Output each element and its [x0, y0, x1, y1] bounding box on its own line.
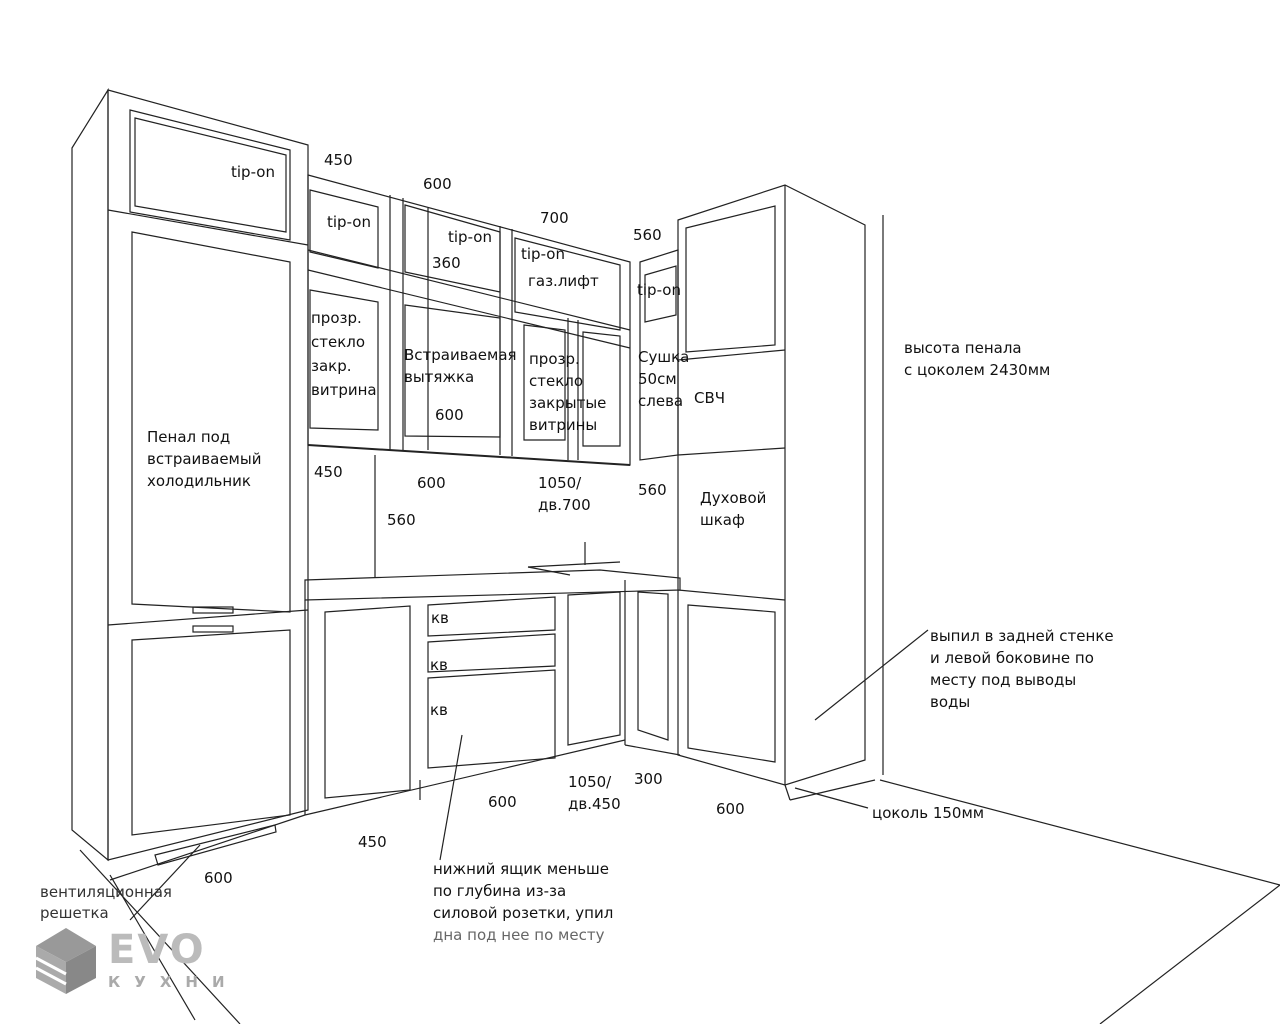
- label-tipon: tip-on: [448, 228, 492, 246]
- label-kv: кв: [431, 609, 449, 627]
- dim-600: 600: [488, 793, 517, 811]
- leader-plinth: [794, 787, 869, 809]
- label-kv: кв: [430, 701, 448, 719]
- dim-450: 450: [358, 833, 387, 851]
- floor-line-front: [1099, 884, 1280, 1024]
- dim-360: 360: [432, 254, 461, 272]
- leader-cutout: [814, 629, 929, 721]
- label-tipon: tip-on: [231, 163, 275, 181]
- label-microwave: СВЧ: [694, 389, 726, 407]
- base-cabinets: [109, 542, 681, 881]
- dim-560: 560: [633, 226, 662, 244]
- floor-line-right: [879, 779, 1280, 886]
- dim-600: 600: [423, 175, 452, 193]
- vent-grille: [154, 824, 277, 866]
- logo-brand: EVO: [108, 927, 206, 973]
- dim-600: 600: [417, 474, 446, 492]
- dim-hood-600: 600: [435, 406, 464, 424]
- dim-700: 700: [540, 209, 569, 227]
- dim-450: 450: [324, 151, 353, 169]
- label-tipon: tip-on: [521, 245, 565, 263]
- dim-1050-450: 1050/дв.450: [568, 773, 621, 813]
- label-tipon: tip-on: [327, 213, 371, 231]
- label-gaslift: газ.лифт: [528, 272, 599, 290]
- leader-line: [109, 874, 196, 1021]
- evo-logo-icon: [34, 926, 204, 996]
- label-plinth: цоколь 150мм: [872, 804, 985, 822]
- label-kv: кв: [430, 656, 448, 674]
- dim-450: 450: [314, 463, 343, 481]
- dim-600: 600: [204, 869, 233, 887]
- floor-line-left: [79, 849, 241, 1024]
- logo-subtitle: КУХНИ: [108, 973, 239, 991]
- dim-1050-700: 1050/дв.700: [538, 474, 591, 514]
- label-tipon: tip-on: [637, 281, 681, 299]
- dim-560: 560: [638, 481, 667, 499]
- fridge-pencil: [71, 87, 309, 866]
- leader-vent: [129, 844, 201, 921]
- dim-300: 300: [634, 770, 663, 788]
- leader-drawer: [439, 734, 463, 861]
- dim-600: 600: [716, 800, 745, 818]
- dim-560-height: 560: [387, 511, 416, 529]
